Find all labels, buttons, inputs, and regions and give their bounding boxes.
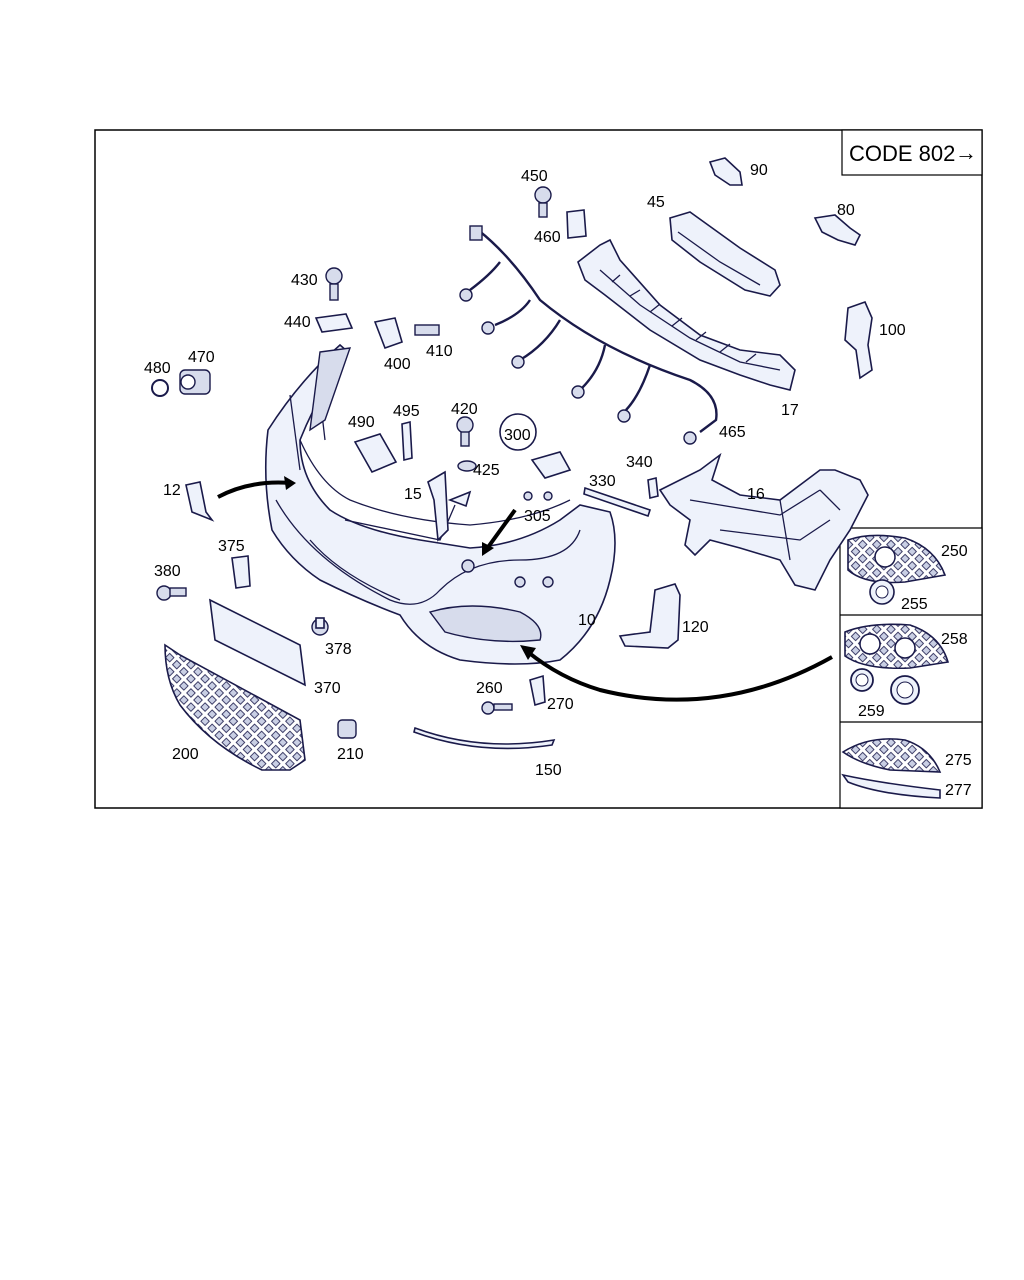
label-375[interactable]: 375	[218, 538, 245, 555]
label-378[interactable]: 378	[325, 641, 352, 658]
label-370[interactable]: 370	[314, 680, 341, 697]
label-380[interactable]: 380	[154, 563, 181, 580]
washer-425[interactable]	[457, 460, 477, 472]
sensor-210[interactable]	[337, 719, 357, 739]
ring-480[interactable]	[151, 379, 169, 397]
bolt-410[interactable]	[414, 324, 440, 336]
diagram-frame	[94, 129, 983, 809]
clip-270[interactable]	[529, 674, 546, 707]
label-10[interactable]: 10	[578, 612, 596, 629]
label-255[interactable]: 255	[901, 596, 928, 613]
air-guide-120[interactable]	[618, 583, 681, 649]
label-300[interactable]: 300	[504, 427, 531, 444]
label-305[interactable]: 305	[524, 508, 551, 525]
bracket-495[interactable]	[401, 420, 413, 462]
label-210[interactable]: 210	[337, 746, 364, 763]
label-90[interactable]: 90	[750, 162, 768, 179]
code-box[interactable]: CODE 802 →	[841, 129, 983, 176]
sensor-holder-400[interactable]	[373, 317, 403, 350]
bracket-375[interactable]	[231, 555, 251, 589]
label-250[interactable]: 250	[941, 543, 968, 560]
label-400[interactable]: 400	[384, 356, 411, 373]
label-120[interactable]: 120	[682, 619, 709, 636]
arrow-right-icon: →	[955, 140, 977, 165]
label-410[interactable]: 410	[426, 343, 453, 360]
label-480[interactable]: 480	[144, 360, 171, 377]
grille-200[interactable]	[164, 643, 306, 771]
ring-255[interactable]	[869, 579, 895, 605]
trim-strip-150[interactable]	[413, 726, 556, 750]
label-270[interactable]: 270	[547, 696, 574, 713]
leader-arrows	[217, 476, 833, 702]
bracket-15[interactable]	[427, 470, 472, 542]
label-430[interactable]: 430	[291, 272, 318, 289]
label-150[interactable]: 150	[535, 762, 562, 779]
rings-259[interactable]	[850, 668, 920, 705]
label-420[interactable]: 420	[451, 401, 478, 418]
label-16[interactable]: 16	[747, 486, 765, 503]
bracket-80[interactable]	[813, 214, 862, 246]
bolt-430[interactable]	[325, 267, 343, 301]
grille-insert-250[interactable]	[847, 534, 947, 584]
label-450[interactable]: 450	[521, 168, 548, 185]
bolt-260[interactable]	[481, 701, 513, 715]
label-340[interactable]: 340	[626, 454, 653, 471]
label-15[interactable]: 15	[404, 486, 422, 503]
label-260[interactable]: 260	[476, 680, 503, 697]
label-45[interactable]: 45	[647, 194, 665, 211]
bolt-450[interactable]	[534, 186, 552, 218]
mounting-frame-16[interactable]	[658, 452, 869, 591]
sensor-470[interactable]	[179, 369, 211, 395]
label-277[interactable]: 277	[945, 782, 972, 799]
label-440[interactable]: 440	[284, 314, 311, 331]
wiring-harness-465[interactable]	[459, 225, 718, 445]
label-460[interactable]: 460	[534, 229, 561, 246]
license-plate-370[interactable]	[209, 598, 306, 687]
label-490[interactable]: 490	[348, 414, 375, 431]
label-470[interactable]: 470	[188, 349, 215, 366]
label-495[interactable]: 495	[393, 403, 420, 420]
bolt-420[interactable]	[456, 416, 474, 447]
cap-300[interactable]	[499, 413, 572, 479]
code-label: CODE 802	[849, 141, 955, 166]
label-80[interactable]: 80	[837, 202, 855, 219]
label-259[interactable]: 259	[858, 703, 885, 720]
bolt-380[interactable]	[156, 585, 187, 601]
label-12[interactable]: 12	[163, 482, 181, 499]
part-labels: 10 12 15 16 17 45 80 90 100 120 150 200 …	[144, 162, 972, 799]
clip-305[interactable]	[523, 491, 553, 501]
absorber-45[interactable]	[669, 211, 781, 297]
clip-460[interactable]	[566, 209, 587, 239]
label-330[interactable]: 330	[589, 473, 616, 490]
label-17[interactable]: 17	[781, 402, 799, 419]
label-100[interactable]: 100	[879, 322, 906, 339]
bracket-100[interactable]	[844, 300, 873, 380]
label-200[interactable]: 200	[172, 746, 199, 763]
control-unit-490[interactable]	[353, 433, 398, 474]
label-275[interactable]: 275	[945, 752, 972, 769]
plug-340[interactable]	[647, 477, 659, 499]
label-425[interactable]: 425	[473, 462, 500, 479]
grille-insert-258[interactable]	[844, 623, 950, 670]
bracket-90[interactable]	[708, 157, 743, 186]
label-258[interactable]: 258	[941, 631, 968, 648]
clip-440[interactable]	[314, 313, 354, 333]
strip-330[interactable]	[583, 486, 652, 518]
bumper-cover[interactable]	[264, 343, 616, 665]
bracket-12[interactable]	[185, 481, 215, 522]
label-465[interactable]: 465	[719, 424, 746, 441]
nut-378[interactable]	[311, 617, 329, 636]
carrier-rail-17[interactable]	[577, 238, 796, 391]
grille-insert-275[interactable]	[841, 738, 942, 773]
trim-277[interactable]	[841, 773, 941, 799]
